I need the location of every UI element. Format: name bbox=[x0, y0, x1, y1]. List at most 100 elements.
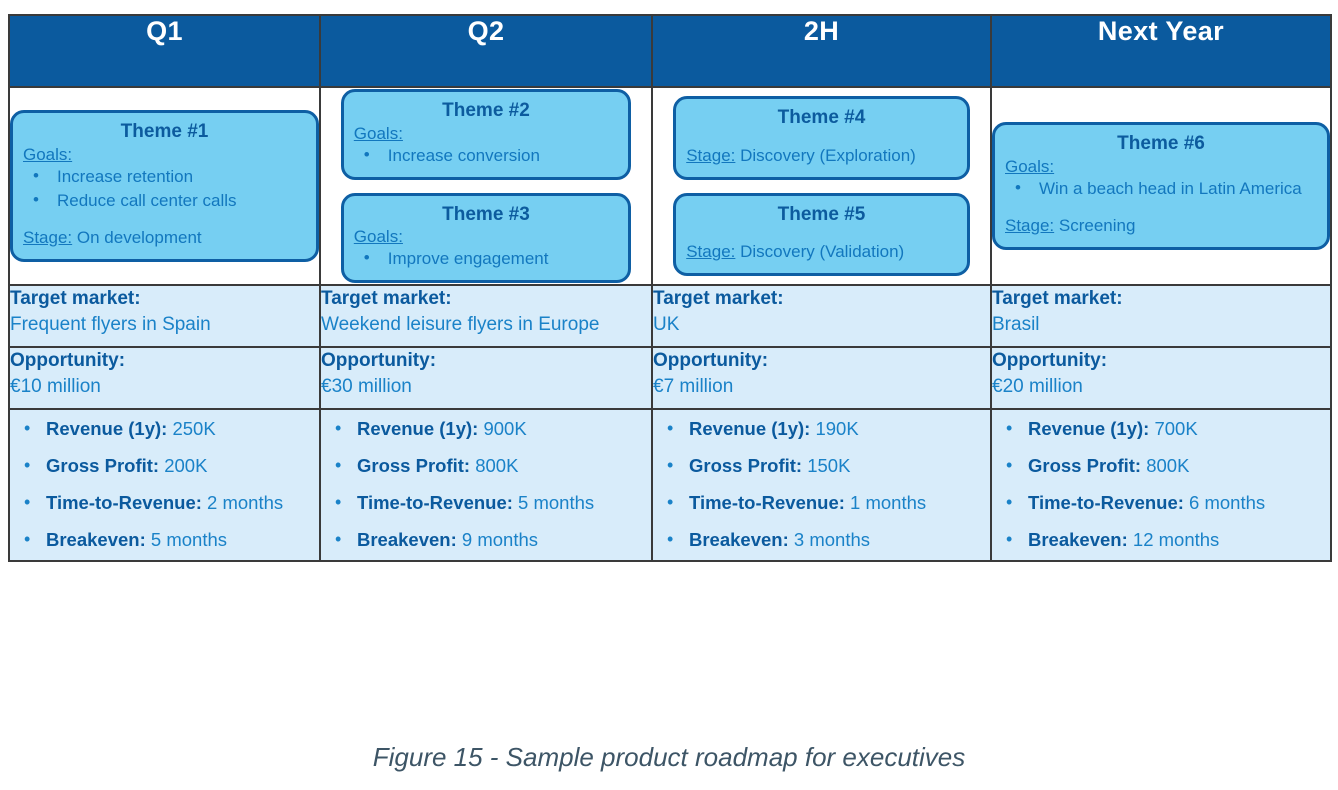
metric-item: Time-to-Revenue: 1 months bbox=[663, 484, 990, 521]
stage-line: Stage: Discovery (Exploration) bbox=[686, 145, 957, 168]
opportunity-value: €7 million bbox=[653, 375, 734, 397]
goals-label: Goals: bbox=[1005, 157, 1055, 176]
figure-caption: Figure 15 - Sample product roadmap for e… bbox=[372, 742, 966, 772]
metric-item: Revenue (1y): 700K bbox=[1002, 410, 1330, 447]
stage-line: Stage: Discovery (Validation) bbox=[686, 241, 957, 264]
metrics-list: Revenue (1y): 250KGross Profit: 200KTime… bbox=[10, 410, 319, 558]
goals-list: Increase conversion bbox=[354, 143, 618, 168]
theme-title: Theme #2 bbox=[442, 99, 530, 121]
metric-label: Breakeven: bbox=[689, 529, 789, 550]
stage-line: Stage: On development bbox=[23, 227, 306, 250]
stage-line: Stage: Screening bbox=[1005, 215, 1317, 238]
target-market-label: Target market: bbox=[10, 288, 141, 309]
column-header-4: Next Year bbox=[990, 14, 1332, 88]
metric-value: 900K bbox=[483, 418, 527, 439]
metrics-cell-1: Revenue (1y): 250KGross Profit: 200KTime… bbox=[8, 408, 321, 562]
metric-label: Revenue (1y): bbox=[689, 418, 811, 439]
target-market-value: UK bbox=[653, 313, 680, 335]
metric-item: Revenue (1y): 250K bbox=[20, 410, 319, 447]
stage-value: Discovery (Exploration) bbox=[740, 145, 916, 165]
metric-item: Breakeven: 12 months bbox=[1002, 521, 1330, 558]
target-market-value: Frequent flyers in Spain bbox=[10, 313, 211, 335]
themes-container: Theme #1 Goals:Increase retentionReduce c… bbox=[10, 88, 319, 284]
metric-value: 3 months bbox=[793, 529, 871, 550]
target-market-value: Weekend leisure flyers in Europe bbox=[321, 313, 600, 335]
opportunity-cell-2: Opportunity:€30 million bbox=[319, 346, 653, 410]
metric-item: Breakeven: 3 months bbox=[663, 521, 990, 558]
theme-title: Theme #6 bbox=[1117, 133, 1205, 155]
metrics-cell-4: Revenue (1y): 700K Gross Profit: 800K Time… bbox=[990, 408, 1332, 562]
theme-title: Theme #1 bbox=[120, 121, 209, 143]
metric-label: Gross Profit: bbox=[46, 455, 160, 476]
goals-list: Increase retentionReduce call center cal… bbox=[23, 164, 306, 213]
column-header-3: 2H bbox=[651, 14, 992, 88]
metric-item: Gross Profit: 200K bbox=[20, 447, 319, 484]
opportunity-cell-3: Opportunity: €7 million bbox=[651, 346, 992, 410]
metric-value: 190K bbox=[815, 418, 859, 439]
metric-item: Time-to-Revenue: 6 months bbox=[1002, 484, 1330, 521]
metric-label: Breakeven: bbox=[357, 529, 457, 550]
metric-label: Breakeven: bbox=[1028, 529, 1128, 550]
goals-label: Goals: bbox=[23, 145, 73, 165]
themes-cell-1: Theme #1 Goals:Increase retentionReduce c… bbox=[8, 86, 321, 286]
stage-value: Screening bbox=[1058, 215, 1136, 235]
target-market-cell-4: Target market:Brasil bbox=[990, 284, 1332, 348]
metric-value: 150K bbox=[807, 455, 851, 476]
metric-value: 12 months bbox=[1132, 529, 1220, 550]
target-market-value: Brasil bbox=[992, 313, 1040, 335]
metric-value: 250K bbox=[172, 418, 216, 439]
stage-spacer bbox=[686, 227, 957, 241]
metric-label: Time-to-Revenue: bbox=[1028, 492, 1184, 513]
target-market-cell-3: Target market: UK bbox=[651, 284, 992, 348]
metric-value: 2 months bbox=[207, 492, 284, 513]
metric-value: 6 months bbox=[1189, 492, 1266, 513]
opportunity-label: Opportunity: bbox=[653, 350, 769, 371]
metric-item: Time-to-Revenue: 5 months bbox=[331, 484, 651, 521]
metric-label: Gross Profit: bbox=[1028, 455, 1142, 476]
target-market-cell-1: Target market: Frequent flyers in Spain bbox=[8, 284, 321, 348]
goals-label: Goals: bbox=[353, 227, 403, 247]
stage-label: Stage: bbox=[23, 227, 73, 247]
opportunity-label: Opportunity: bbox=[10, 350, 126, 371]
stage-spacer bbox=[1005, 201, 1317, 215]
metric-value: 800K bbox=[1146, 455, 1190, 476]
metric-label: Revenue (1y): bbox=[357, 418, 479, 439]
metrics-cell-2: Revenue (1y): 900K Gross Profit: 800KTime… bbox=[319, 408, 653, 562]
theme-card[interactable]: Theme #2 Goals:Increase conversion bbox=[340, 88, 632, 180]
target-market-label: Target market: bbox=[653, 288, 784, 309]
column-header-1: Q1 bbox=[8, 14, 321, 88]
metrics-list: Revenue (1y): 190KGross Profit: 150KTime… bbox=[653, 410, 990, 558]
metric-item: Breakeven: 5 months bbox=[20, 521, 319, 558]
goal-item: Reduce call center calls bbox=[27, 188, 306, 213]
target-market-cell-2: Target market:Weekend leisure flyers in … bbox=[319, 284, 653, 348]
metric-value: 200K bbox=[164, 455, 208, 476]
goals-label: Goals: bbox=[353, 123, 403, 143]
metric-label: Revenue (1y): bbox=[1028, 418, 1150, 439]
metric-label: Time-to-Revenue: bbox=[46, 492, 202, 513]
stage-spacer bbox=[686, 131, 957, 145]
metric-item: Gross Profit: 800K bbox=[331, 447, 651, 484]
opportunity-label: Opportunity: bbox=[992, 350, 1108, 371]
theme-card[interactable]: Theme #1 Goals:Increase retentionReduce c… bbox=[10, 110, 319, 262]
metric-label: Time-to-Revenue: bbox=[689, 492, 845, 513]
metric-item: Time-to-Revenue: 2 months bbox=[20, 484, 319, 521]
opportunity-value: €10 million bbox=[10, 375, 101, 397]
stage-label: Stage: bbox=[686, 242, 736, 262]
column-header-2: Q2 bbox=[319, 14, 653, 88]
metric-label: Revenue (1y): bbox=[46, 418, 168, 439]
metric-value: 9 months bbox=[461, 529, 539, 550]
